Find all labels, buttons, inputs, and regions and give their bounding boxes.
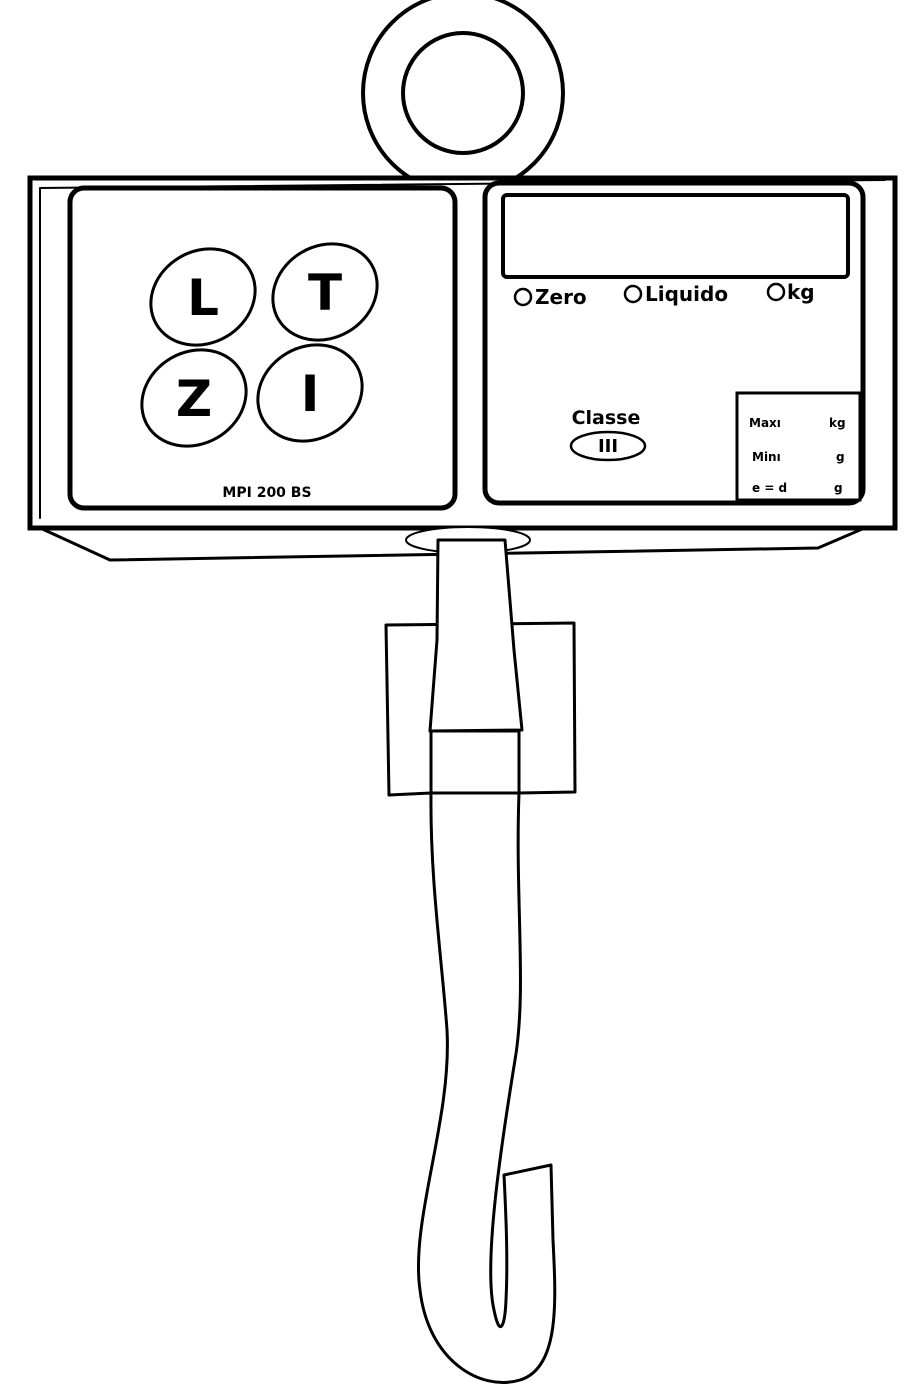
- classe-label: Classe: [572, 407, 641, 429]
- hook-body: [416, 791, 557, 1384]
- suspension-ring: [361, 0, 565, 195]
- spec-max-unit: kg: [829, 416, 846, 430]
- spec-ed-unit: g: [834, 481, 843, 495]
- spec-min-label: Minı: [752, 450, 781, 464]
- key-z-label: Z: [176, 370, 212, 428]
- spec-ed-label: e = d: [752, 481, 787, 495]
- hook: [416, 791, 557, 1384]
- key-i-label: I: [301, 365, 320, 423]
- display-panel: Zero Liquido kg Classe III Maxı kg Minı …: [482, 180, 866, 506]
- keypad-panel: L T Z I MPI 200 BS: [67, 185, 458, 511]
- key-z-button[interactable]: Z: [124, 331, 264, 465]
- key-t-label: T: [308, 264, 342, 322]
- spec-min-unit: g: [836, 450, 845, 464]
- key-i-button[interactable]: I: [240, 326, 380, 460]
- key-l-button[interactable]: L: [133, 230, 273, 364]
- classe-badge: [569, 430, 647, 462]
- key-l-label: L: [187, 269, 219, 327]
- key-t-button[interactable]: T: [255, 225, 395, 359]
- zero-indicator-label: Zero: [535, 285, 587, 309]
- zero-indicator-icon: [513, 287, 533, 307]
- shackle: [384, 538, 577, 797]
- liquido-indicator-icon: [623, 284, 643, 304]
- liquido-indicator-label: Liquido: [645, 282, 728, 306]
- lcd-display: [501, 193, 850, 279]
- swivel-shank: [428, 538, 524, 733]
- spec-max-label: Maxı: [749, 416, 781, 430]
- keypad-panel-border: [67, 185, 458, 511]
- kg-indicator-label: kg: [787, 280, 815, 304]
- classe-value: III: [598, 436, 618, 457]
- kg-indicator-icon: [766, 282, 786, 302]
- model-label: MPI 200 BS: [222, 485, 311, 501]
- spec-plate: Maxı kg Minı g e = d g: [735, 391, 862, 502]
